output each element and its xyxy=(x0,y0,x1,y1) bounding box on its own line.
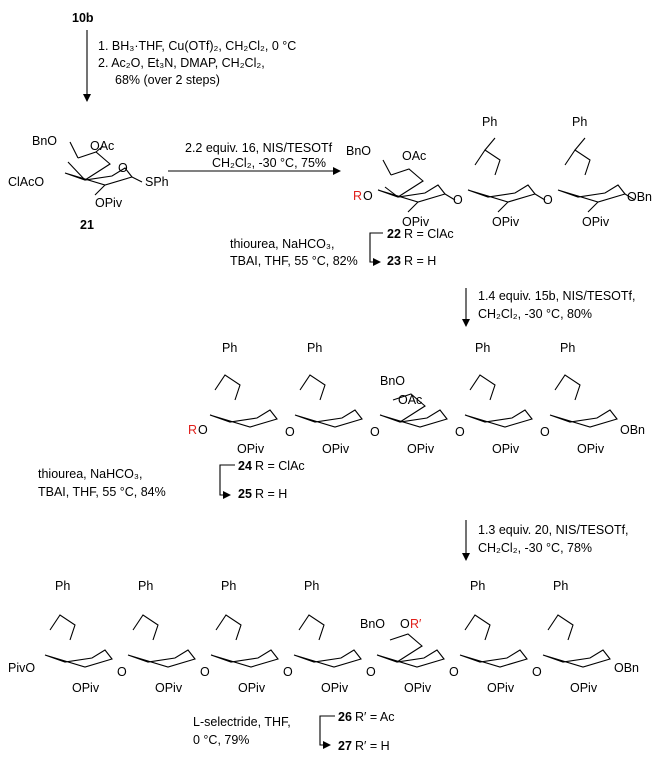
label-o-link-22-1: O xyxy=(453,193,463,207)
label-ph-26-3: Ph xyxy=(221,579,236,593)
label-oac-21: OAc xyxy=(90,139,114,153)
compound-label-23: 23 xyxy=(387,254,401,268)
deprot1-reagents-line1: thiourea, NaHCO₃, xyxy=(230,237,334,251)
substituent-24: R = ClAc xyxy=(255,459,305,473)
label-o-link-26-5: O xyxy=(449,665,459,679)
label-r-22: R xyxy=(353,189,362,203)
label-bno-26: BnO xyxy=(360,617,385,631)
glyco3-reagents-line1: 1.3 equiv. 20, NIS/TESOTf, xyxy=(478,523,629,537)
label-ph-26-5: Ph xyxy=(470,579,485,593)
label-bno-22: BnO xyxy=(346,144,371,158)
label-clacoo-21: ClAcO xyxy=(8,175,44,189)
label-opiv-22-1: OPiv xyxy=(402,215,430,229)
label-o-link-26-6: O xyxy=(532,665,542,679)
label-opiv-22-2: OPiv xyxy=(492,215,520,229)
label-r-24: R xyxy=(188,423,197,437)
label-opiv-21: OPiv xyxy=(95,196,123,210)
label-pivo-26: PivO xyxy=(8,661,35,675)
substituent-22: R = ClAc xyxy=(404,227,454,241)
label-opiv-26-3: OPiv xyxy=(238,681,266,695)
substituent-23: R = H xyxy=(404,254,436,268)
label-obn-26: OBn xyxy=(614,661,639,675)
reduction-reagents-line1: L-selectride, THF, xyxy=(193,715,291,729)
arrow-deprot1 xyxy=(369,232,383,266)
label-ph-26-4: Ph xyxy=(304,579,319,593)
structure-24-25 xyxy=(209,374,618,428)
label-opiv-26-2: OPiv xyxy=(155,681,183,695)
label-ph-24-1: Ph xyxy=(222,341,237,355)
label-o-link-24-4: O xyxy=(540,425,550,439)
label-sph-21: SPh xyxy=(145,175,169,189)
label-o-link-22-2: O xyxy=(543,193,553,207)
step1-reagents-line2: 2. Ac₂O, Et₃N, DMAP, CH₂Cl₂, xyxy=(98,56,265,70)
compound-label-21: 21 xyxy=(80,218,94,232)
label-o-link-24-1: O xyxy=(285,425,295,439)
label-bno-24: BnO xyxy=(380,374,405,388)
compound-label-25: 25 xyxy=(238,487,252,501)
deprot1-reagents-line2: TBAI, THF, 55 °C, 82% xyxy=(230,254,358,268)
glyco3-reagents-line2: CH₂Cl₂, -30 °C, 78% xyxy=(478,541,592,555)
label-opiv-24-4: OPiv xyxy=(492,442,520,456)
compound-label-22: 22 xyxy=(387,227,401,241)
arrow-deprot2 xyxy=(219,464,235,499)
label-o-link-26-3: O xyxy=(283,665,293,679)
glyco1-reagents-line1: 2.2 equiv. 16, NIS/TESOTf xyxy=(185,141,333,155)
label-opiv-26-6: OPiv xyxy=(487,681,515,695)
compound-label-26: 26 xyxy=(338,710,352,724)
label-rprime-26: R′ xyxy=(410,617,422,631)
substituent-27: R′ = H xyxy=(355,739,390,753)
label-o-link-24-2: O xyxy=(370,425,380,439)
label-o-ring-21: O xyxy=(118,161,128,175)
glyco2-reagents-line2: CH₂Cl₂, -30 °C, 80% xyxy=(478,307,592,321)
label-o-r-24: O xyxy=(198,423,208,437)
deprot2-reagents-line1: thiourea, NaHCO₃, xyxy=(38,467,142,481)
compound-label-10b: 10b xyxy=(72,11,94,25)
substituent-26: R′ = Ac xyxy=(355,710,395,724)
label-ph-26-6: Ph xyxy=(553,579,568,593)
label-oac-24: OAc xyxy=(398,393,422,407)
label-opiv-24-3: OPiv xyxy=(407,442,435,456)
deprot2-reagents-line2: TBAI, THF, 55 °C, 84% xyxy=(38,485,166,499)
label-o-link-26-1: O xyxy=(117,665,127,679)
label-opiv-26-4: OPiv xyxy=(321,681,349,695)
label-opiv-24-5: OPiv xyxy=(577,442,605,456)
label-o-link-26-2: O xyxy=(200,665,210,679)
glyco2-reagents-line1: 1.4 equiv. 15b, NIS/TESOTf, xyxy=(478,289,635,303)
label-ph-24-3: Ph xyxy=(475,341,490,355)
label-obn-22: OBn xyxy=(627,190,652,204)
structure-26-27 xyxy=(44,614,611,668)
label-opiv-26-7: OPiv xyxy=(570,681,598,695)
label-ph-22-1: Ph xyxy=(482,115,497,129)
step1-reagents-line1: 1. BH₃·THF, Cu(OTf)₂, CH₂Cl₂, 0 °C xyxy=(98,39,296,53)
compound-label-24: 24 xyxy=(238,459,252,473)
label-ph-26-1: Ph xyxy=(55,579,70,593)
label-opiv-24-1: OPiv xyxy=(237,442,265,456)
label-o-link-26-4: O xyxy=(366,665,376,679)
step1-yield: 68% (over 2 steps) xyxy=(115,73,220,87)
label-ph-24-4: Ph xyxy=(560,341,575,355)
substituent-25: R = H xyxy=(255,487,287,501)
label-ph-26-2: Ph xyxy=(138,579,153,593)
label-opiv-22-3: OPiv xyxy=(582,215,610,229)
reduction-reagents-line2: 0 °C, 79% xyxy=(193,733,249,747)
label-bno-21: BnO xyxy=(32,134,57,148)
arrow-reduction xyxy=(319,715,335,749)
glyco1-reagents-line2: CH₂Cl₂, -30 °C, 75% xyxy=(212,156,326,170)
label-opiv-24-2: OPiv xyxy=(322,442,350,456)
label-opiv-26-1: OPiv xyxy=(72,681,100,695)
compound-label-27: 27 xyxy=(338,739,352,753)
label-obn-24: OBn xyxy=(620,423,645,437)
label-o-rprime-26: O xyxy=(400,617,410,631)
label-ph-24-2: Ph xyxy=(307,341,322,355)
label-oac-22: OAc xyxy=(402,149,426,163)
label-ph-22-2: Ph xyxy=(572,115,587,129)
structure-21 xyxy=(64,141,143,196)
structure-22-23 xyxy=(377,137,636,213)
label-o-r-22: O xyxy=(363,189,373,203)
label-opiv-26-5: OPiv xyxy=(404,681,432,695)
label-o-link-24-3: O xyxy=(455,425,465,439)
